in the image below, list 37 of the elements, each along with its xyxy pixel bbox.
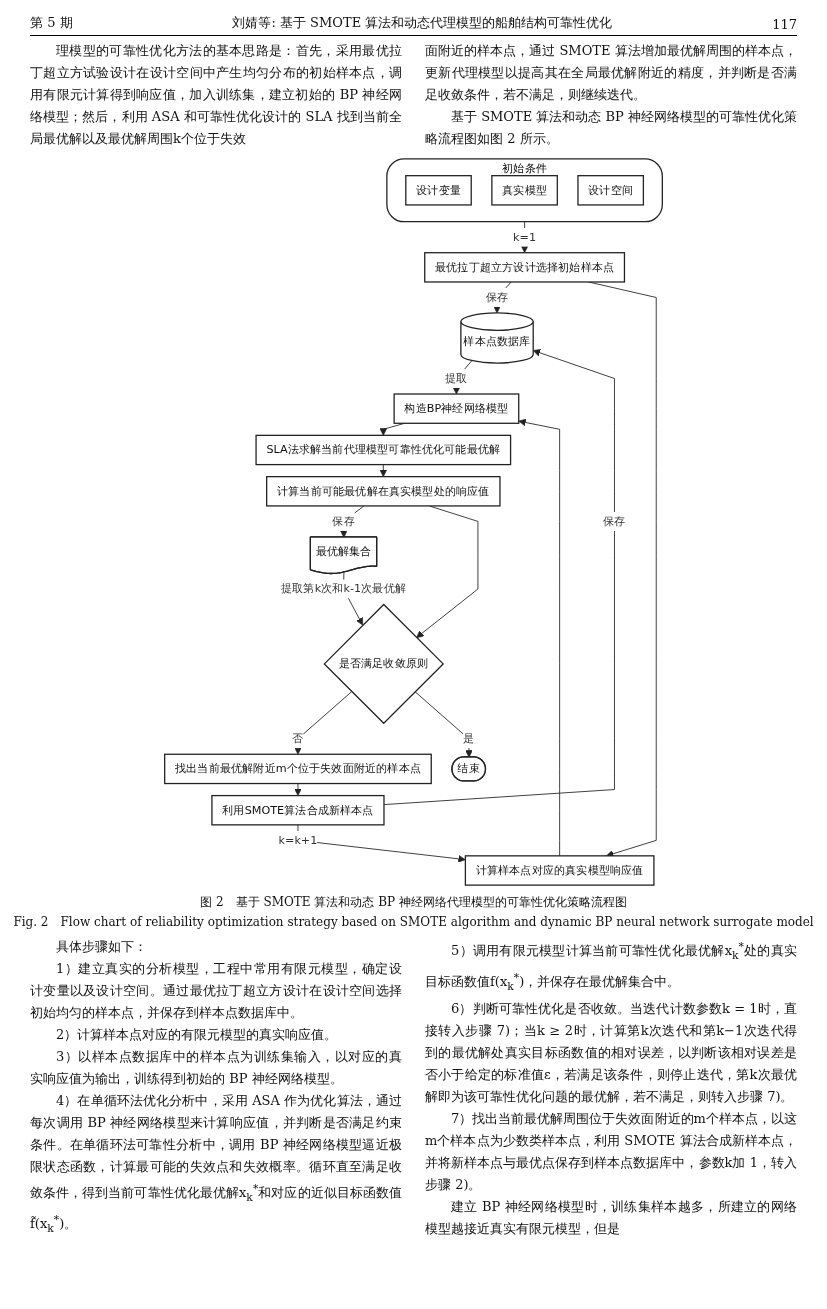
- edge-label: 保存: [332, 514, 355, 528]
- running-title: 刘婧等: 基于 SMOTE 算法和动态代理模型的船舶结构可靠性优化: [232, 14, 613, 32]
- body-paragraph: 理模型的可靠性优化方法的基本思路是：首先，采用最优拉丁超立方试验设计在设计空间中产生均匀分布的初始样本点，调用有限元计算得到响应值，加入训练集，建立初始的 BP 神经网络模型；然后，利用 ASA 和可靠性优化设计的 SLA 找到当前全局最优解以及最优解周围k个位于失效: [30, 42, 402, 148]
- body-paragraph: 6）判断可靠性优化是否收敛。当迭代计数参数k = 1时，直接转入步骤 7)；当k ≥ 2时，计算第k次迭代和第k−1次迭代得到的最优解处真实目标函数值的相对误差，以判断该相对误差是否小于给定的标准值ε，若满足该条件，则停止迭代，第k次最优解即为该可靠性优化问题的最优解，若不满足，则转入步骤 7)。: [425, 999, 797, 1106]
- node-box: 设计空间: [577, 175, 645, 206]
- body-paragraph: 4）在单循环法优化分析中，采用 ASA 作为优化算法，通过每次调用 BP 神经网络模型来计算响应值，并判断是否满足约束条件。在单循环法可靠性分析中，调用 BP 神经网络模型逼近极限状态函数，计算最可能的失效点和失效概率。循环直至满足收敛条件，得到当前可靠性优化最优解x$_{k}$$^{*}$和对应的近似目标函数值f̃(x$_{k}$$^{*}$)。: [30, 1092, 402, 1237]
- node-box: 利用SMOTE算法合成新样本点: [211, 794, 385, 826]
- body-paragraph: 2）计算样本点对应的有限元模型的真实响应值。: [55, 1026, 339, 1044]
- node-box: 构造BP神经网络模型: [393, 393, 520, 424]
- edge-label: 保存: [485, 290, 509, 304]
- body-paragraph: 7）找出当前最优解周围位于失效面附近的m个样本点，以这m个样本点为少数类样本点，利用 SMOTE 算法合成新样本点，并将新样本点与最优点保存到样本点数据库中，参数k加 1，转入步骤 2)。: [425, 1109, 797, 1194]
- node-box: 找出当前最优解附近m个位于失效面附近的样本点: [164, 753, 432, 785]
- node-box: 最优拉丁超立方设计选择初始样本点: [424, 252, 626, 283]
- page-number: 117: [772, 17, 797, 32]
- body-paragraph: 建立 BP 神经网络模型时，训练集样本越多，所建立的网络模型越接近真实有限元模型，但是: [425, 1197, 797, 1238]
- node-box: 计算当前可能最优解在真实模型处的响应值: [266, 476, 501, 507]
- node-box: SLA法求解当前代理模型可靠性优化可能最优解: [255, 434, 512, 466]
- edge-label: 是: [463, 731, 475, 745]
- edge-label: k=k+1: [278, 833, 318, 847]
- node-diamond: 是否满足收敛原则: [323, 603, 445, 725]
- figure-caption: 图 2 基于 SMOTE 算法和动态 BP 神经网络代理模型的可靠性优化策略流程图: [199, 894, 628, 911]
- figure-caption: Fig. 2 Flow chart of reliability optimization strategy based on SMOTE algorithm and dynamic BP neural network surrogate model: [12, 914, 815, 931]
- node-box: 设计变量: [405, 175, 472, 206]
- body-paragraph: 面附近的样本点，通过 SMOTE 算法增加最优解周围的样本点，更新代理模型以提高其在全局最优解附近的精度，并判断是否满足收敛条件，若不满足，则继续迭代。: [425, 42, 797, 104]
- edge-label: 提取第k次和k-1次最优解: [281, 582, 406, 596]
- body-paragraph: 基于 SMOTE 算法和动态 BP 神经网络模型的可靠性优化策略流程图如图 2 所示。: [425, 108, 797, 148]
- node-box: 计算样本点对应的真实模型响应值: [464, 855, 655, 886]
- body-paragraph: 5）调用有限元模型计算当前可靠性优化最优解x$_{k}$$^{*}$处的真实目标函数值f(x$_{k}$$^{*}$)，并保存在最优解集合中。: [425, 939, 797, 995]
- edge-label: 保存: [603, 514, 626, 528]
- edge-label: k=1: [513, 230, 537, 244]
- body-paragraph: 3）以样本点数据库中的样本点为训练集输入，以对应的真实响应值为输出，训练得到初始的 BP 神经网络模型。: [30, 1048, 402, 1088]
- edge-label: 提取: [445, 371, 468, 385]
- edge-label: 否: [292, 731, 304, 745]
- body-paragraph: 具体步骤如下：: [55, 938, 148, 956]
- issue-number: 第 5 期: [30, 14, 73, 32]
- node-box: 真实模型: [491, 175, 558, 206]
- body-paragraph: 1）建立真实的分析模型，工程中常用有限元模型，确定设计变量以及设计空间。通过最优拉丁超立方设计在设计空间选择初始均匀的样本点，并保存到样本点数据库中。: [30, 960, 402, 1022]
